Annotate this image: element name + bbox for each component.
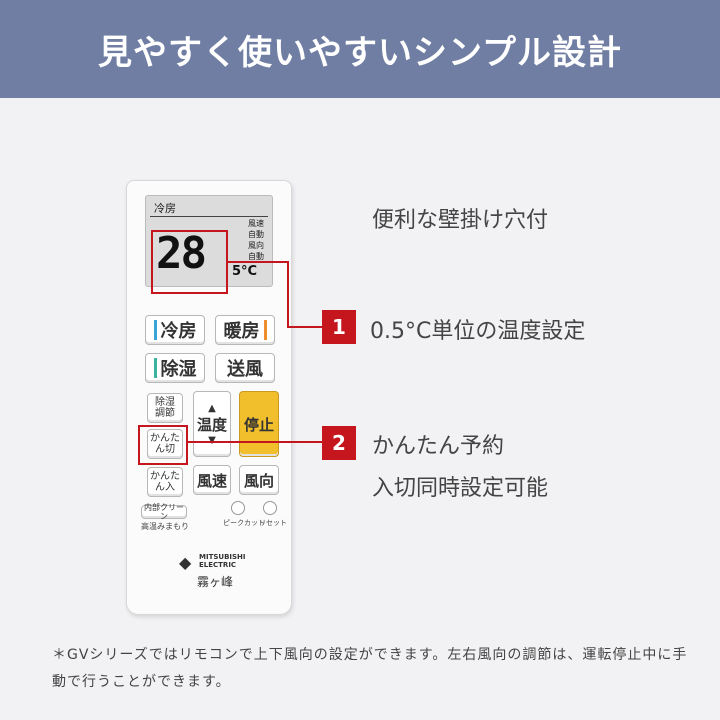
lcd-side-line: 自動 [248,230,264,239]
lcd-temperature-unit: 5°C [232,264,258,279]
cool-color-bar [153,320,157,340]
timer-off-label: かんたん切 [150,433,180,455]
feature-1-text: 0.5°C単位の温度設定 [370,319,586,344]
internal-clean-button[interactable]: 内部クリーン [141,503,187,521]
high-temp-watch-label: 高温みまもり [141,522,189,531]
dehumid-adjust-label: 除湿調節 [155,397,175,419]
feature-1-number: 1 [322,310,356,344]
connector-1-line [287,326,323,328]
temperature-display-highlight [151,230,228,294]
internal-clean-label: 内部クリーン [144,503,184,521]
heat-color-bar [263,320,267,340]
reset-button[interactable] [263,501,277,515]
dehumid-button[interactable]: 除湿 [145,353,205,383]
dehumid-color-bar [153,358,157,378]
peak-cut-button[interactable] [231,501,245,515]
lcd-divider [150,216,268,217]
lcd-side-line: 風速 [248,219,264,228]
temperature-button[interactable]: ▲ 温度 ▼ [193,391,231,457]
remote-control: 冷房 28 5°C 風速 自動 風向 自動 冷房 暖房 除湿 送風 除湿調節 ▲… [126,180,292,615]
feature-2-line1: かんたん予約 [372,434,505,459]
lcd-mode: 冷房 [154,202,176,215]
fan-direction-button[interactable]: 風向 [239,465,279,495]
footnote: ＊GVシリーズではリモコンで上下風向の設定ができます。左右風向の調節は、運転停止… [52,647,688,690]
cool-button-label: 冷房 [160,321,197,342]
connector-1-line [228,261,289,263]
temp-up-icon[interactable]: ▲ [208,402,216,414]
connector-2-line [188,441,323,443]
feature-wall-hole: 便利な壁掛け穴付 [372,208,549,233]
temperature-label: 温度 [196,415,227,434]
lcd-side-line: 風向 [248,241,264,250]
heat-button[interactable]: 暖房 [215,315,275,345]
timer-on-button[interactable]: かんたん入 [147,467,183,497]
lcd-display: 冷房 28 5°C 風速 自動 風向 自動 [145,195,273,287]
fan-button[interactable]: 送風 [215,353,275,383]
timer-button-highlight [138,425,188,465]
temp-down-icon[interactable]: ▼ [208,434,216,446]
fan-direction-label: 風向 [243,471,274,490]
dehumid-adjust-button[interactable]: 除湿調節 [147,393,183,423]
page-title: 見やすく使いやすいシンプル設計 [0,0,720,98]
lcd-side-line: 自動 [248,252,264,261]
lcd-side-status: 風速 自動 風向 自動 [248,218,264,262]
stop-button-label: 停止 [243,415,274,434]
fan-speed-button[interactable]: 風速 [193,465,231,495]
feature-2-line2: 入切同時設定可能 [372,476,549,501]
stop-button[interactable]: 停止 [239,391,279,457]
brand-name: MITSUBISHI ELECTRIC [199,553,246,569]
connector-1-line [287,261,289,328]
reset-label: リセット [259,519,287,527]
fan-speed-label: 風速 [196,471,227,490]
feature-2-number: 2 [322,426,356,460]
heat-button-label: 暖房 [223,321,260,342]
brand-series: 霧ヶ峰 [197,575,234,589]
fan-button-label: 送風 [227,359,263,380]
cool-button[interactable]: 冷房 [145,315,205,345]
timer-off-button[interactable]: かんたん切 [147,429,183,459]
peak-cut-label: ピークカット [223,519,265,527]
timer-on-label: かんたん入 [150,471,180,493]
lcd-temperature: 28 [156,228,207,279]
mitsubishi-logo-icon: ◆ [179,553,192,572]
dehumid-button-label: 除湿 [160,359,197,380]
